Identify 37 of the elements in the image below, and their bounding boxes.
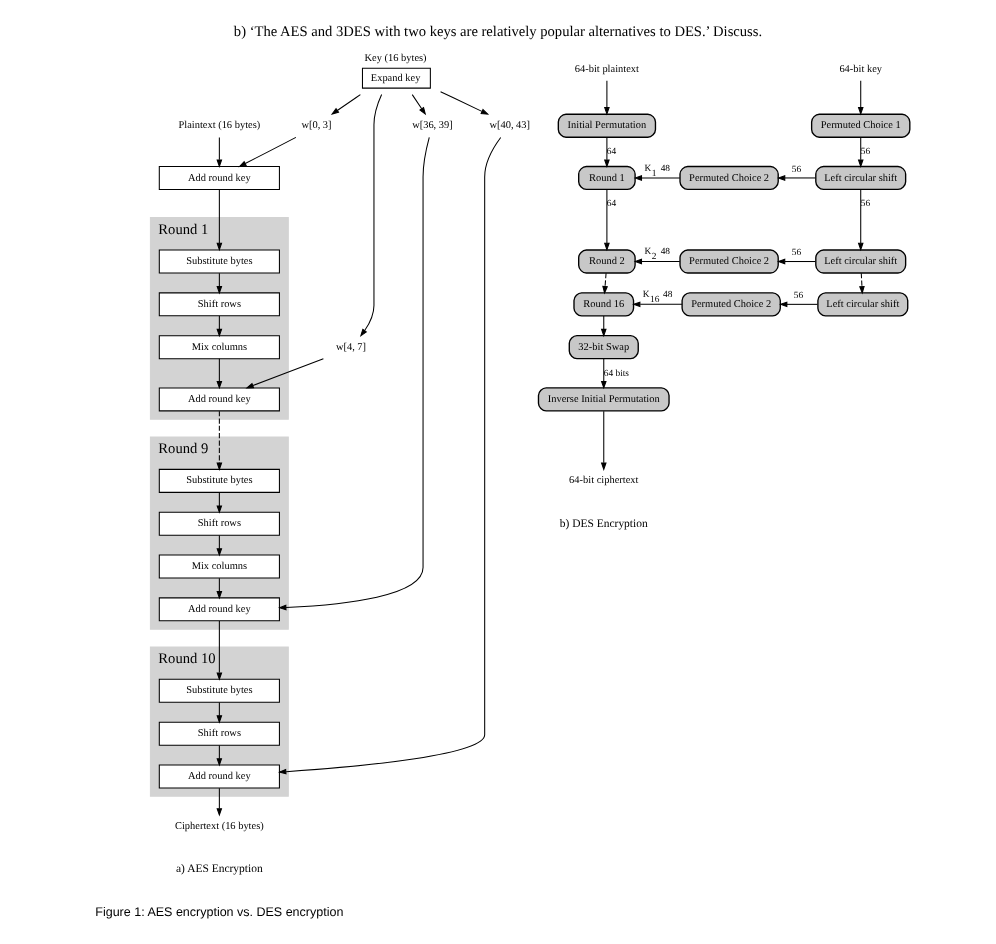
arrow <box>859 272 865 295</box>
arrow <box>776 258 816 265</box>
arrow <box>776 175 816 181</box>
arrow <box>602 272 608 295</box>
arrow <box>600 315 607 338</box>
arrow <box>216 787 223 817</box>
arrow <box>779 301 818 308</box>
arrow <box>216 358 223 390</box>
arrow <box>216 577 223 600</box>
arrow <box>216 315 223 338</box>
arrow <box>245 358 324 389</box>
arrow <box>600 358 607 390</box>
arrow <box>216 272 223 295</box>
arrow <box>278 137 502 775</box>
arrow <box>603 189 610 252</box>
arrow <box>603 136 610 168</box>
arrow <box>633 258 681 265</box>
arrow <box>857 136 864 168</box>
arrow <box>238 136 297 168</box>
arrow <box>603 80 610 116</box>
arrow <box>857 189 864 252</box>
diagram-title: b) ‘The AES and 3DES with two keys are relatively popular alternatives to DES.’ Discuss. <box>233 22 763 41</box>
arrow <box>216 620 223 681</box>
arrow <box>216 410 223 471</box>
arrow <box>632 301 683 308</box>
arrow <box>411 94 427 116</box>
arrow <box>359 93 383 337</box>
arrow <box>216 189 223 252</box>
arrow <box>216 136 223 168</box>
arrow <box>330 94 361 115</box>
arrow <box>216 534 223 557</box>
arrow <box>216 744 223 767</box>
arrow <box>440 91 490 115</box>
arrow <box>857 80 864 116</box>
arrow <box>633 175 681 181</box>
arrow <box>278 136 430 611</box>
arrow <box>600 410 607 471</box>
